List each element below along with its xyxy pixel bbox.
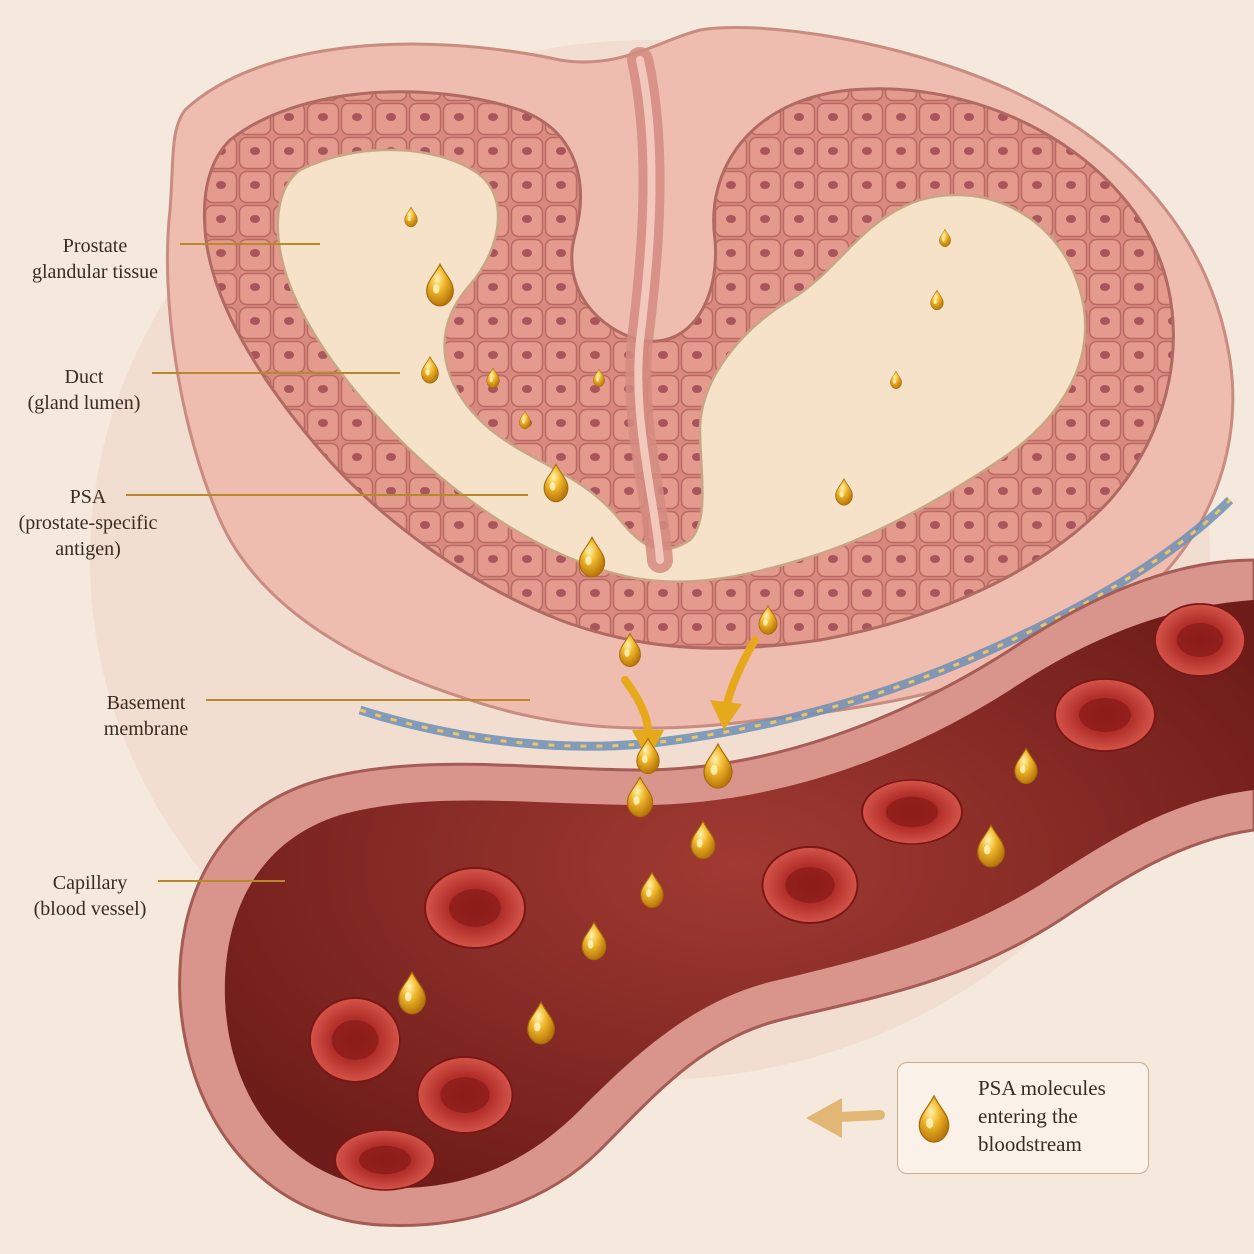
legend-line: bloodstream (978, 1132, 1082, 1156)
label-prostate-glandular-tissue: Prostate glandular tissue (10, 233, 180, 285)
leader-lines (126, 243, 530, 882)
legend-text: PSA molecules entering the bloodstream (978, 1074, 1106, 1158)
legend-arrow (806, 1098, 885, 1138)
label-duct: Duct (gland lumen) (14, 364, 154, 416)
label-capillary: Capillary (blood vessel) (20, 870, 160, 922)
label-line: Basement (106, 692, 186, 714)
label-basement-membrane: Basement membrane (86, 690, 206, 742)
label-line: PSA (69, 486, 107, 508)
capillary-lumen (224, 600, 1254, 1189)
label-line: (prostate-specific (18, 512, 158, 534)
label-line: glandular tissue (31, 261, 159, 283)
legend-line: entering the (978, 1104, 1078, 1128)
gland-lumen (276, 148, 1087, 583)
label-line: antigen) (55, 538, 121, 560)
legend-box: PSA molecules entering the bloodstream (897, 1062, 1149, 1174)
legend-line: PSA molecules (978, 1076, 1106, 1100)
label-line: Prostate (62, 235, 128, 257)
label-line: Capillary (52, 872, 128, 894)
label-line: (blood vessel) (33, 898, 147, 920)
label-psa: PSA (prostate-specific antigen) (0, 484, 176, 562)
label-line: (gland lumen) (27, 392, 141, 414)
label-line: membrane (103, 718, 189, 740)
label-line: Duct (64, 366, 104, 388)
psa-molecule-icon (918, 1095, 950, 1143)
